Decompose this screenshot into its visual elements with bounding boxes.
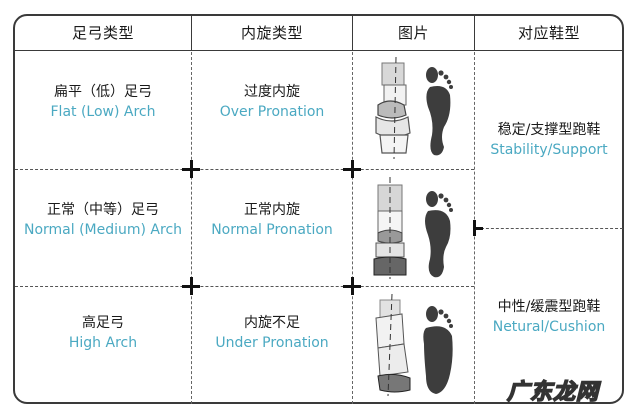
arch-cell-normal: 正常（中等）足弓 Normal (Medium) Arch (15, 170, 191, 270)
arch-label-zh: 正常（中等）足弓 (47, 202, 159, 218)
col-divider-1 (191, 52, 192, 404)
cross-mark (182, 277, 200, 295)
header-col-divider-1 (191, 15, 192, 50)
pronation-label-zh: 正常内旋 (244, 202, 300, 218)
pronation-cell-over: 过度内旋 Over Pronation (192, 52, 352, 152)
footprint-icon (423, 306, 453, 394)
pronation-label-en: Under Pronation (215, 335, 329, 351)
shoe-label-zh: 中性/缓震型跑鞋 (497, 299, 601, 315)
leg-bone-icon (375, 56, 411, 160)
arch-label-zh: 扁平（低）足弓 (54, 84, 152, 100)
header-arch-type: 足弓类型 (71, 24, 134, 42)
shoe-cell-stability: 稳定/支撑型跑鞋 Stability/Support (475, 52, 623, 228)
shoe-label-en: Stability/Support (490, 142, 608, 158)
shoe-row-divider (476, 228, 623, 229)
header-pronation-type: 内旋类型 (240, 24, 303, 42)
header-divider (14, 50, 624, 51)
shoe-cell-neutral: 中性/缓震型跑鞋 Netural/Cushion (475, 229, 623, 405)
pronation-label-en: Normal Pronation (211, 222, 333, 238)
arch-label-en: Normal (Medium) Arch (23, 222, 183, 238)
arch-label-zh: 高足弓 (82, 315, 124, 331)
watermark-logo: 广东龙网 (506, 379, 600, 406)
header-image: 图片 (397, 24, 429, 42)
header-shoe-type: 对应鞋型 (517, 24, 580, 42)
header-col-divider-2 (352, 15, 353, 50)
cross-mark (182, 160, 200, 178)
header-col-divider-3 (474, 15, 475, 50)
footprint-icon (426, 67, 453, 156)
tee-mark (473, 220, 483, 236)
footprint-icon (425, 191, 453, 278)
arch-cell-flat: 扁平（低）足弓 Flat (Low) Arch (15, 52, 191, 152)
normal-pronation-foot-illustration (373, 177, 453, 279)
arch-label-en: High Arch (68, 335, 138, 351)
cross-mark (343, 277, 361, 295)
cross-mark (343, 160, 361, 178)
col-divider-2 (352, 52, 353, 404)
pronation-cell-under: 内旋不足 Under Pronation (192, 287, 352, 379)
pronation-label-zh: 过度内旋 (244, 84, 300, 100)
pronation-cell-normal: 正常内旋 Normal Pronation (192, 170, 352, 270)
leg-bone-icon (375, 293, 411, 397)
shoe-label-zh: 稳定/支撑型跑鞋 (497, 122, 601, 138)
pronation-label-zh: 内旋不足 (244, 315, 300, 331)
over-pronation-foot-illustration (375, 56, 453, 160)
table-frame (13, 14, 624, 404)
arch-label-en: Flat (Low) Arch (50, 104, 156, 120)
row-divider-2 (15, 286, 474, 287)
pronation-label-en: Over Pronation (219, 104, 325, 120)
under-pronation-foot-illustration (375, 293, 453, 397)
arch-cell-high: 高足弓 High Arch (15, 287, 191, 379)
shoe-label-en: Netural/Cushion (492, 319, 606, 335)
row-divider-1 (15, 169, 474, 170)
leg-bone-icon (373, 177, 407, 279)
